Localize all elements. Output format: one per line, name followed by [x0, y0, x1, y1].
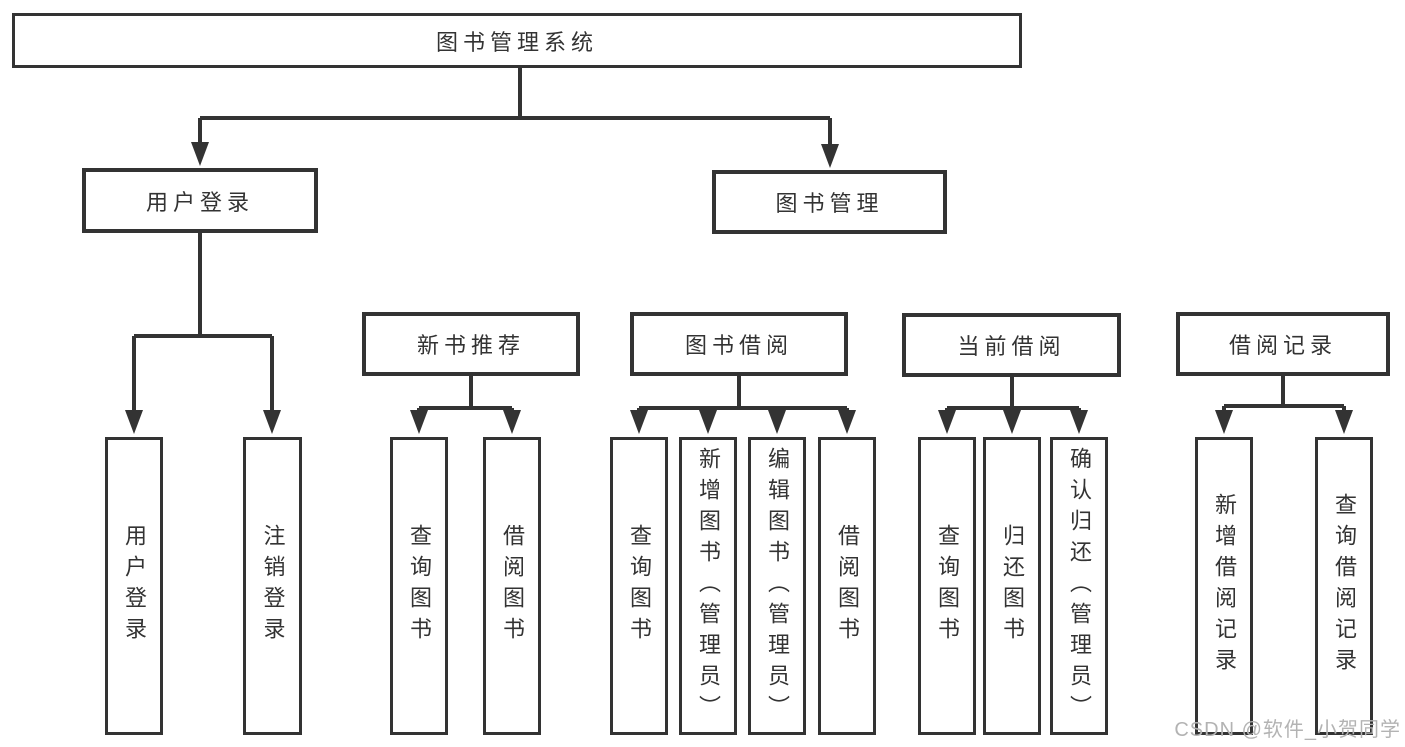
node-label: 借阅记录: [1228, 333, 1337, 358]
leaf-return-book: 归还图书: [983, 437, 1041, 735]
edge-bookborrow-to-leaves: [637, 376, 849, 412]
node-label: 查询图书: [407, 524, 432, 648]
arrowhead: [630, 410, 648, 434]
leaf-query-books-borrow: 查询图书: [610, 437, 668, 735]
node-current-borrow: 当前借阅: [902, 313, 1121, 377]
arrowhead: [263, 410, 281, 434]
arrowhead: [410, 410, 428, 434]
arrowhead: [1335, 410, 1353, 434]
node-new-book-recommend: 新书推荐: [362, 312, 580, 376]
arrowhead: [1003, 410, 1021, 434]
arrowhead: [503, 410, 521, 434]
edge-userlogin-to-leaves: [132, 233, 274, 412]
node-label: 查询图书: [935, 524, 960, 648]
arrowhead: [1215, 410, 1233, 434]
node-label: 注销登录: [260, 524, 286, 648]
node-label: 用户登录: [145, 189, 254, 215]
node-label: 用户登录: [122, 524, 147, 648]
node-label: 图书借阅: [684, 333, 793, 358]
leaf-query-books-recommend: 查询图书: [390, 437, 448, 735]
leaf-edit-book-admin: 编辑图书（管理员）: [748, 437, 806, 735]
node-label: 图书管理系统: [435, 29, 598, 55]
node-borrow-records: 借阅记录: [1176, 312, 1390, 376]
edge-newbook-to-leaves: [417, 376, 514, 412]
leaf-query-borrow-record: 查询借阅记录: [1315, 437, 1373, 735]
node-label: 确认归还（管理员）: [1067, 446, 1092, 726]
edge-currentborrow-to-leaves: [945, 377, 1081, 412]
leaf-add-borrow-record: 新增借阅记录: [1195, 437, 1253, 735]
leaf-user-login: 用户登录: [105, 437, 163, 735]
arrowhead: [125, 410, 143, 434]
edge-borrowrecord-to-leaves: [1222, 376, 1346, 412]
arrowhead: [821, 144, 839, 168]
node-label: 借阅图书: [835, 524, 860, 648]
arrowhead: [838, 410, 856, 434]
node-label: 新增借阅记录: [1212, 493, 1237, 679]
node-label: 编辑图书（管理员）: [765, 446, 790, 726]
node-label: 归还图书: [1000, 524, 1025, 648]
leaf-logout: 注销登录: [243, 437, 302, 735]
node-label: 新增图书（管理员）: [696, 446, 721, 726]
leaf-add-book-admin: 新增图书（管理员）: [679, 437, 737, 735]
edge-root-to-level2: [198, 66, 832, 146]
leaf-borrow-books-recommend: 借阅图书: [483, 437, 541, 735]
leaf-query-books-current: 查询图书: [918, 437, 976, 735]
node-user-login: 用户登录: [82, 168, 318, 233]
node-label: 当前借阅: [957, 334, 1066, 359]
node-label: 查询图书: [627, 524, 652, 648]
leaf-borrow-books: 借阅图书: [818, 437, 876, 735]
arrowhead: [191, 142, 209, 166]
csdn-watermark: CSDN @软件_小贺同学: [1174, 719, 1401, 741]
node-label: 图书管理: [775, 191, 884, 216]
node-book-management: 图书管理: [712, 170, 947, 234]
node-book-borrow: 图书借阅: [630, 312, 848, 376]
arrowhead: [768, 410, 786, 434]
node-root-library-system: 图书管理系统: [12, 13, 1022, 68]
node-label: 新书推荐: [416, 333, 525, 358]
arrowhead: [699, 410, 717, 434]
node-label: 查询借阅记录: [1332, 493, 1357, 679]
arrowhead: [938, 410, 956, 434]
leaf-confirm-return-admin: 确认归还（管理员）: [1050, 437, 1108, 735]
arrowhead: [1070, 410, 1088, 434]
node-label: 借阅图书: [500, 524, 525, 648]
